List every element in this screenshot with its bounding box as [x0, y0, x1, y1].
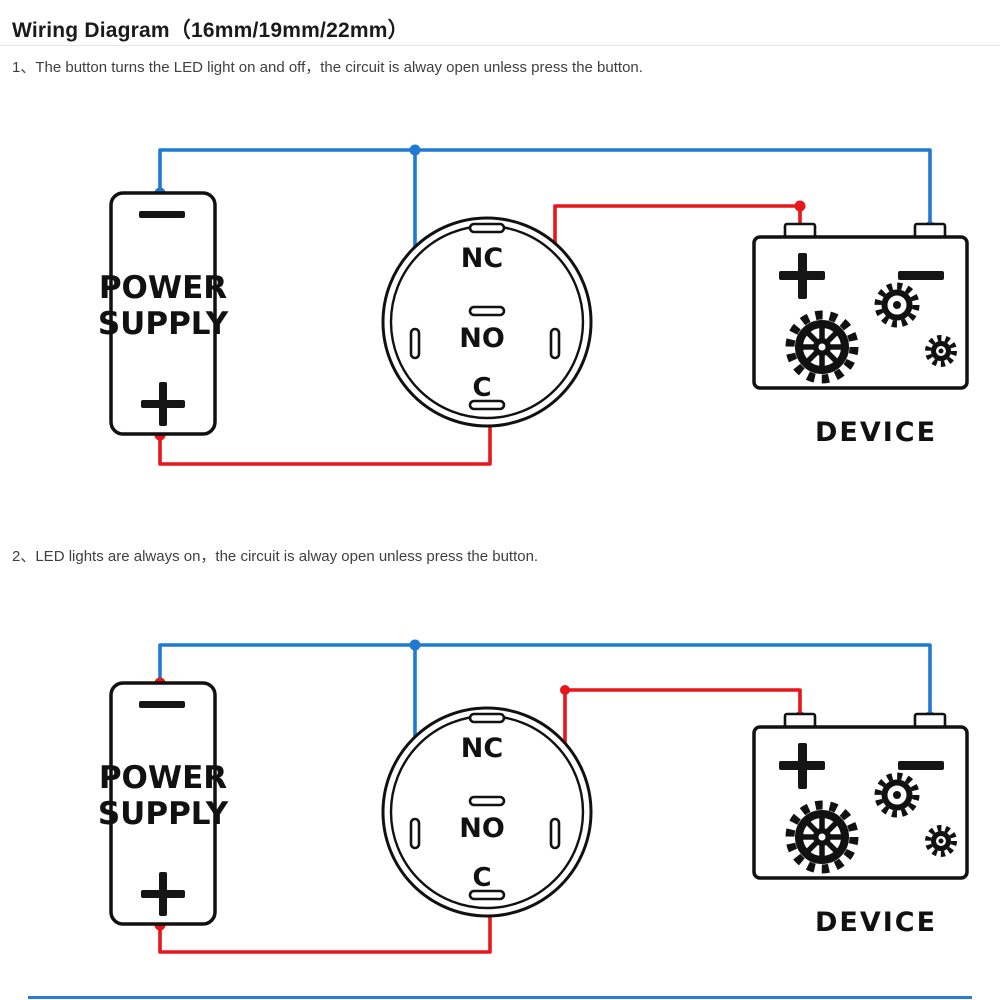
gear-small-icon — [925, 825, 957, 857]
gear-rim — [881, 779, 913, 811]
d2-c-label: C — [472, 863, 491, 893]
d1-junction-branch — [409, 144, 421, 156]
d2-device-label: DEVICE — [815, 907, 937, 938]
minus-symbol — [898, 271, 944, 280]
d2-switch-outer-ring — [381, 706, 593, 918]
d1-led-plus-pin — [549, 327, 561, 360]
gear-rim — [881, 289, 913, 321]
d1-switch-outer-ring — [381, 216, 593, 428]
d1-power-supply: POWER SUPPLY — [98, 191, 229, 436]
gear-medium-icon — [874, 282, 920, 328]
d2-device: DEVICE — [752, 712, 969, 938]
gear-hub — [938, 348, 944, 354]
gear-small-icon — [925, 335, 957, 367]
gear-teeth — [874, 282, 920, 328]
d1-power-label-line2: SUPPLY — [98, 306, 229, 342]
gear-teeth — [874, 772, 920, 818]
d2-led-plus-pin — [549, 817, 561, 850]
gear-rim — [931, 831, 951, 851]
wiring-diagram-2: POWER SUPPLY NC NO C — [98, 639, 969, 954]
d2-power-supply-body — [109, 681, 217, 926]
d2-junction-corner — [560, 685, 570, 695]
gear-hub-hole — [818, 833, 826, 841]
step2-caption: 2、LED lights are always on，the circuit i… — [12, 548, 539, 565]
d2-junction-branch — [409, 639, 421, 651]
d2-no-pin — [468, 795, 506, 807]
d1-device-label: DEVICE — [815, 417, 937, 448]
wiring-diagram-1: POWER SUPPLY NC NO C — [98, 144, 969, 466]
d1-power-supply-body — [109, 191, 217, 436]
d1-c-pin — [468, 399, 506, 411]
d1-nc-label: NC — [461, 243, 503, 274]
page-title: Wiring Diagram（16mm/19mm/22mm） — [12, 19, 409, 42]
gear-medium-icon — [874, 772, 920, 818]
gear-hub — [938, 838, 944, 844]
plus-symbol-vbar — [798, 743, 807, 789]
d2-switch: NC NO C — [381, 706, 593, 918]
plus-symbol — [779, 743, 825, 789]
gear-large-icon — [785, 310, 859, 384]
gear-teeth — [785, 310, 859, 384]
gear-large-icon — [785, 800, 859, 874]
d2-nc-pin — [468, 712, 506, 724]
d1-switch: NC NO C — [381, 216, 593, 428]
plus-symbol — [141, 872, 185, 916]
header-divider — [0, 45, 1000, 46]
d2-led-minus-pin — [409, 817, 421, 850]
cropped-next-diagram-wire — [28, 996, 972, 999]
gear-teeth — [785, 800, 859, 874]
gear-rim — [931, 341, 951, 361]
d1-nc-pin — [468, 222, 506, 234]
gear-hub-hole — [818, 343, 826, 351]
minus-symbol — [139, 211, 185, 218]
minus-symbol — [898, 761, 944, 770]
gear-hub — [893, 301, 901, 309]
gear-teeth — [925, 825, 957, 857]
plus-symbol-vbar — [159, 382, 167, 426]
d2-nc-label: NC — [461, 733, 503, 764]
d1-no-pin — [468, 305, 506, 317]
gear-teeth — [925, 335, 957, 367]
d2-power-label-line2: SUPPLY — [98, 796, 229, 832]
plus-symbol-vbar — [159, 872, 167, 916]
d1-junction-corner — [794, 200, 806, 212]
d2-negative-wire-run — [158, 643, 932, 716]
minus-symbol — [139, 701, 185, 708]
d2-c-pin — [468, 889, 506, 901]
d1-device: DEVICE — [752, 222, 969, 448]
d1-no-label: NO — [459, 323, 505, 354]
plus-symbol-vbar — [798, 253, 807, 299]
plus-symbol — [779, 253, 825, 299]
d2-power-label-line1: POWER — [99, 760, 227, 796]
d1-power-label-line1: POWER — [99, 270, 227, 306]
d1-c-label: C — [472, 373, 491, 403]
d2-positive-wire-bottom — [158, 898, 492, 954]
step1-caption: 1、The button turns the LED light on and … — [12, 59, 643, 76]
plus-symbol — [141, 382, 185, 426]
d2-power-supply: POWER SUPPLY — [98, 681, 229, 926]
d2-no-label: NO — [459, 813, 505, 844]
gear-hub — [893, 791, 901, 799]
d1-negative-wire-run — [158, 148, 932, 226]
d1-led-minus-pin — [409, 327, 421, 360]
d1-positive-wire-bottom — [158, 408, 492, 466]
